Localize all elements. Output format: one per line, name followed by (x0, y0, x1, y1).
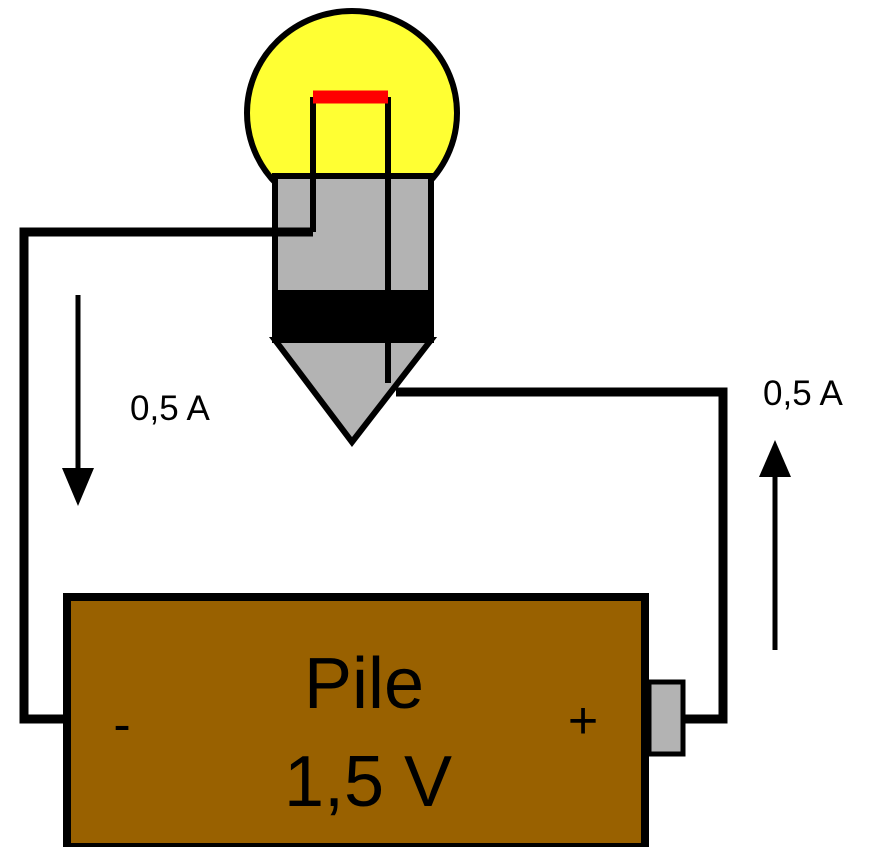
current-arrow-right-head (759, 440, 791, 477)
current-label-right: 0,5 A (763, 374, 843, 413)
battery-body (63, 593, 649, 847)
current-arrow-left-head (62, 468, 94, 506)
wire-right (396, 387, 728, 724)
battery-minus-sign: - (113, 696, 130, 754)
battery-voltage: 1,5 V (284, 742, 452, 822)
bulb-socket-band (275, 290, 431, 340)
battery-plus-terminal (646, 679, 686, 757)
bulb-contact-tip (268, 337, 438, 447)
battery-name: Pile (304, 644, 424, 724)
battery-plus-sign: + (568, 692, 598, 750)
current-label-left: 0,5 A (130, 389, 210, 428)
wire-left (19, 227, 313, 724)
